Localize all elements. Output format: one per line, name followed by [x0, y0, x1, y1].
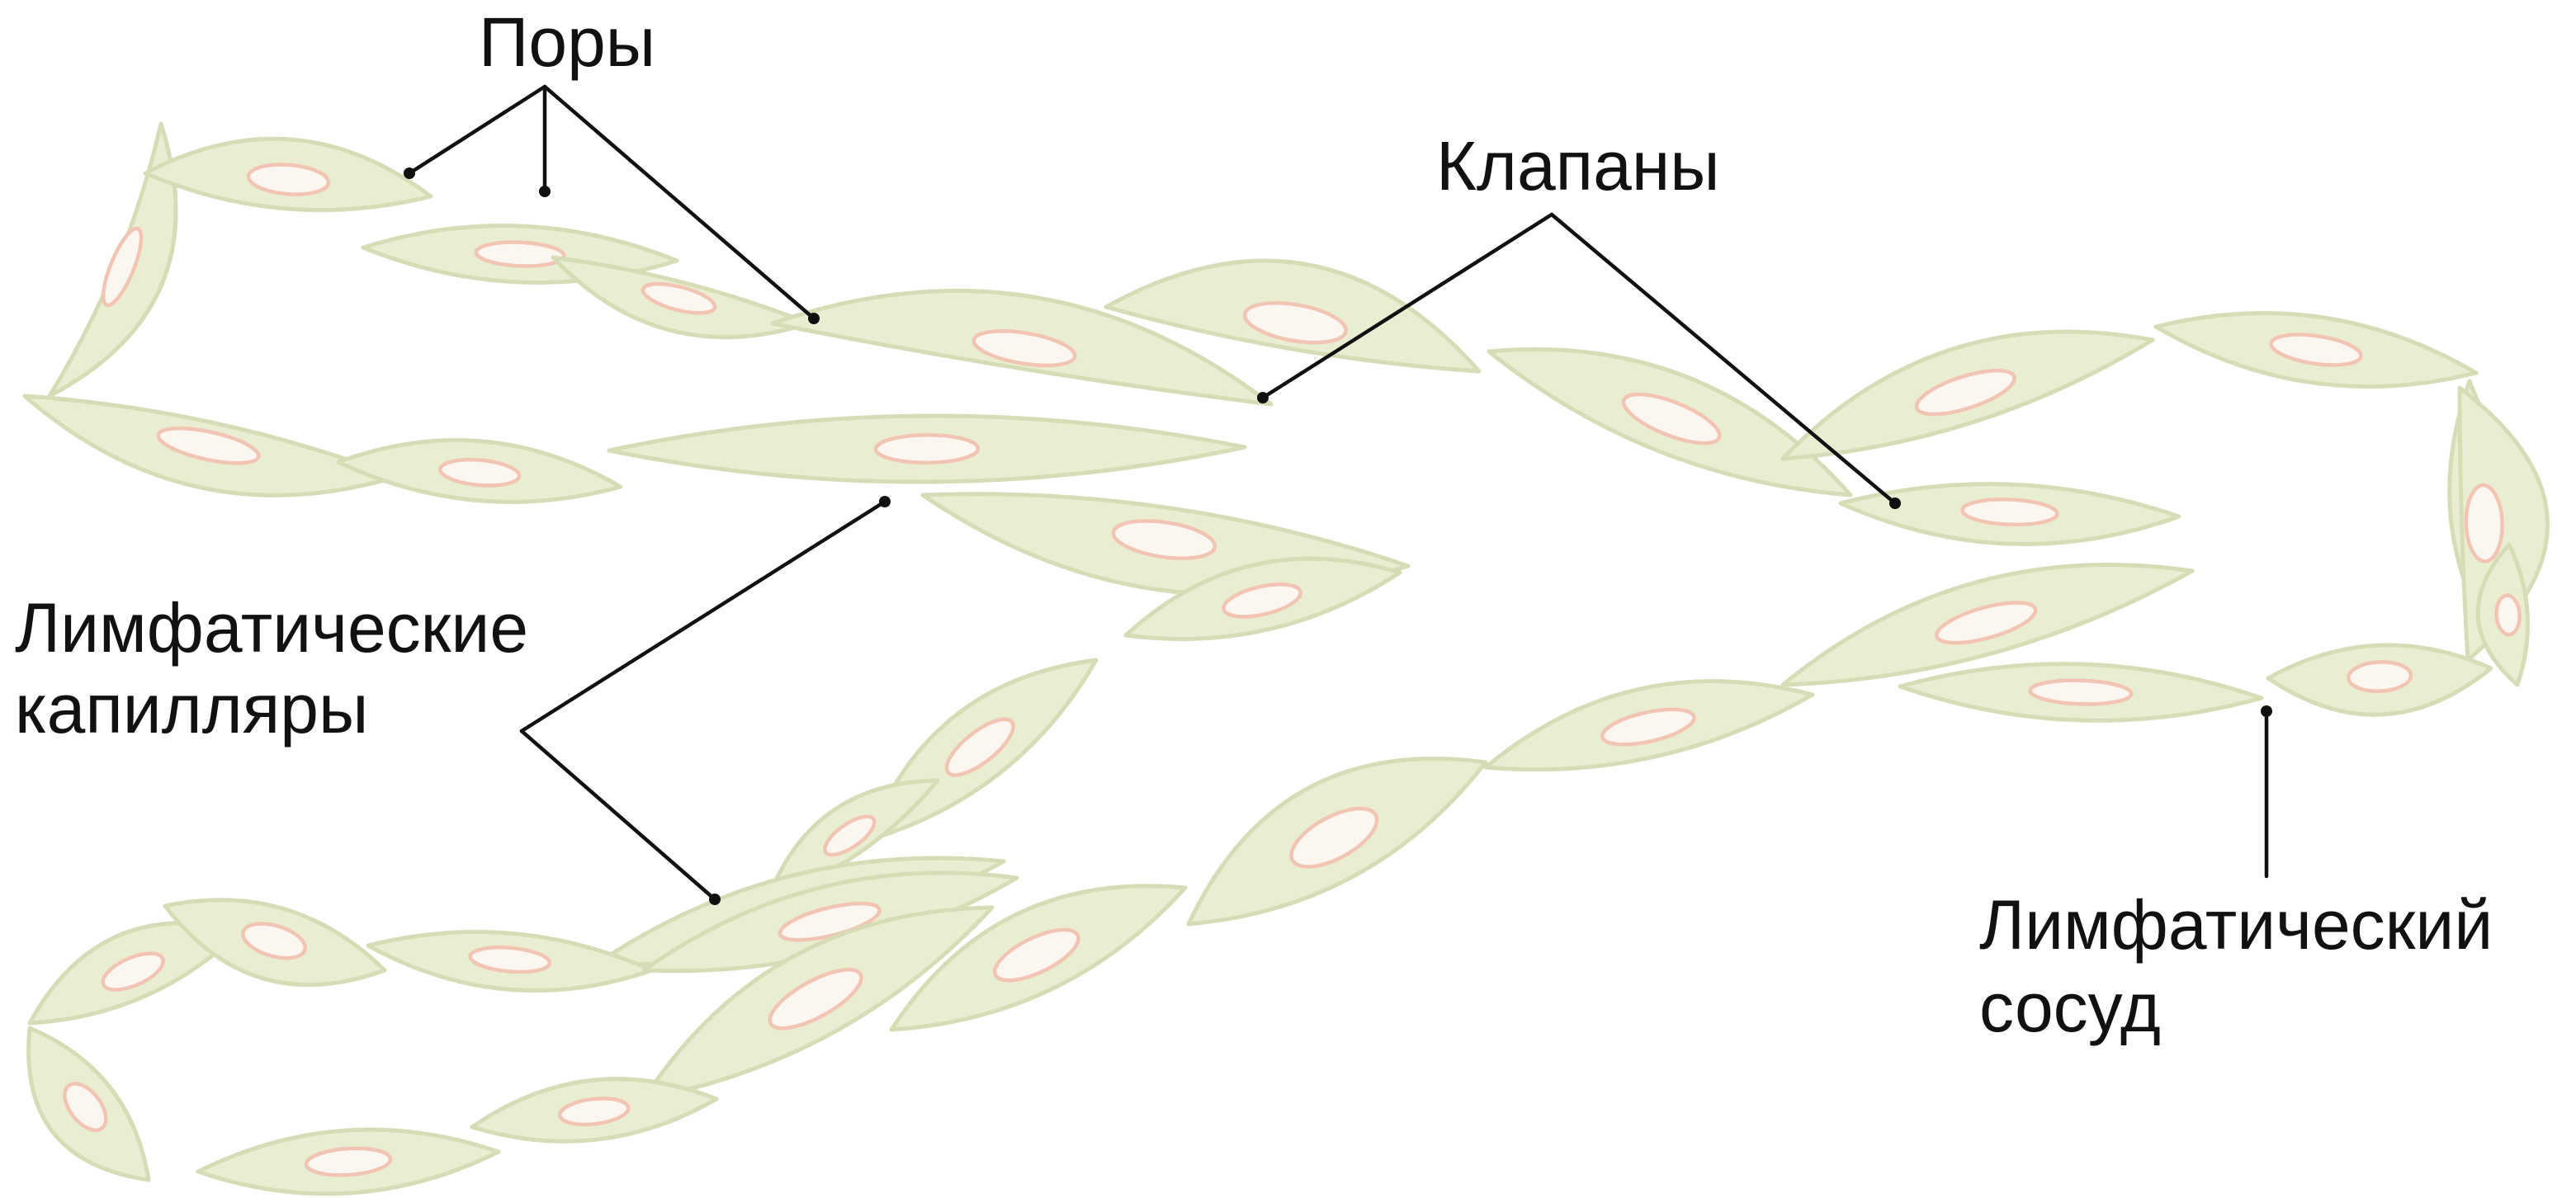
cell-nucleus: [2494, 593, 2522, 637]
endothelial-cell: [47, 121, 178, 399]
cell-nucleus: [1621, 392, 1722, 446]
cell-nucleus: [640, 281, 717, 315]
cell-nucleus: [304, 1146, 393, 1177]
valves-pointer-2: [1889, 498, 1901, 509]
cell-nucleus: [474, 240, 566, 268]
pores-leader-3: [542, 84, 816, 321]
endothelial-cells: [22, 121, 2550, 1196]
cell-nucleus: [101, 951, 165, 992]
cell-nucleus: [241, 922, 307, 960]
capillaries-pointer-1: [879, 496, 891, 507]
cell-nucleus: [156, 426, 261, 465]
capillaries-leader-1: [519, 499, 887, 733]
label-pores: Поры: [479, 3, 655, 81]
cell-nucleus: [468, 946, 552, 974]
cell-nucleus: [63, 1082, 108, 1133]
cell-nucleus: [768, 968, 863, 1031]
cell-nucleus: [2269, 333, 2363, 367]
valves-leader-1: [1260, 212, 1554, 400]
capillaries-pointer-2: [709, 894, 721, 905]
cell-nucleus: [823, 814, 877, 857]
cell-nucleus: [1960, 498, 2059, 527]
pores-leader-1: [407, 84, 547, 176]
capillaries-leader-2: [519, 729, 717, 902]
valves-pointer-1: [1257, 392, 1269, 403]
cell-nucleus: [101, 226, 144, 308]
pores-pointer-2: [539, 186, 551, 197]
cell-nucleus: [1935, 601, 2038, 645]
cell-nucleus: [1111, 519, 1217, 560]
cell-nucleus: [944, 717, 1015, 777]
label-capillaries-line1: Лимфатические: [15, 589, 528, 667]
cell-nucleus: [1242, 301, 1348, 345]
pores-pointer-1: [404, 167, 415, 179]
label-capillaries-line2: капилляры: [15, 670, 368, 748]
cell-nucleus: [558, 1097, 631, 1127]
cell-nucleus: [2028, 678, 2134, 706]
label-valves: Клапаны: [1436, 127, 1720, 205]
valves-leader-2: [1549, 212, 1898, 506]
label-vessel-line1: Лимфатический: [1979, 886, 2493, 964]
cell-nucleus: [1600, 707, 1696, 747]
cell-nucleus: [1289, 806, 1379, 869]
cell-nucleus: [873, 432, 981, 465]
cell-nucleus: [2347, 660, 2413, 694]
vessel-pointer: [2261, 705, 2272, 717]
cell-nucleus: [778, 901, 882, 942]
pores-pointer-3: [808, 313, 820, 324]
leader-lines: [404, 84, 2272, 905]
cell-nucleus: [1222, 582, 1302, 619]
cell-nucleus: [992, 927, 1080, 983]
cell-nucleus: [2464, 483, 2504, 564]
cell-nucleus: [246, 163, 331, 196]
cell-nucleus: [438, 457, 522, 488]
cell-nucleus: [1914, 368, 2016, 417]
cell-nucleus: [971, 329, 1077, 368]
label-vessel-line2: сосуд: [1979, 969, 2161, 1046]
labels: Поры Клапаны Лимфатические капилляры Лим…: [15, 3, 2493, 1046]
